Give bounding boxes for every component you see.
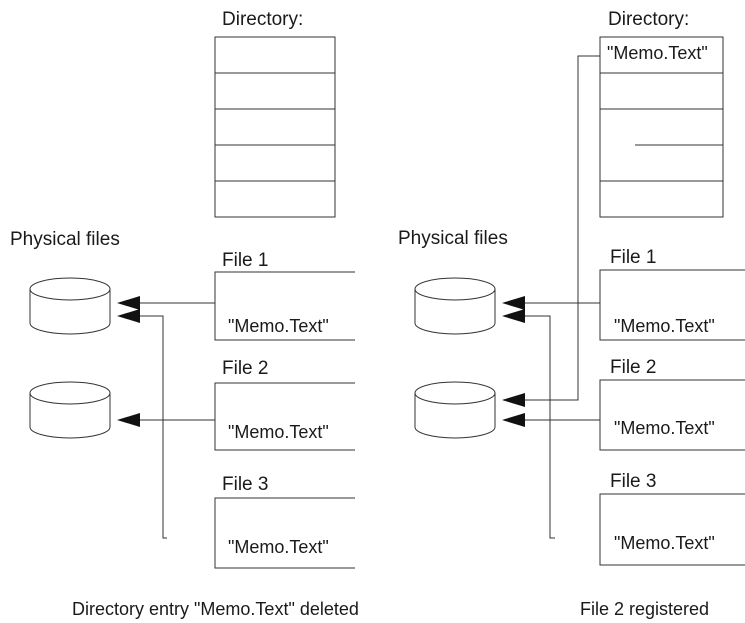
left-directory-label: Directory: (222, 9, 304, 30)
left-physical-files-label: Physical files (10, 229, 120, 250)
right-file-2-entry: "Memo.Text" (614, 418, 715, 438)
left-file-3-title: File 3 (222, 474, 269, 495)
right-file-3-entry: "Memo.Text" (614, 533, 715, 553)
left-file-2-title: File 2 (222, 358, 269, 379)
right-arrowhead-3 (502, 309, 525, 323)
left-disk-2 (29, 381, 111, 439)
left-file-3-entry: "Memo.Text" (228, 537, 329, 557)
right-file-1-title: File 1 (610, 247, 657, 268)
right-arrowhead-1 (502, 296, 525, 310)
right-disk-2 (414, 381, 496, 439)
right-directory-link (525, 55, 600, 401)
right-directory-table (599, 36, 724, 218)
left-file-1-title: File 1 (222, 250, 269, 271)
right-directory-entry: "Memo.Text" (607, 43, 708, 63)
left-file-1-box (214, 271, 355, 341)
left-file-1-entry: "Memo.Text" (228, 316, 329, 336)
right-file-3-box (599, 493, 745, 566)
right-arrowhead-2 (502, 413, 525, 427)
left-directory-table (214, 36, 336, 218)
left-file-3-box (214, 497, 355, 569)
right-physical-files-label: Physical files (398, 228, 508, 249)
right-file-1-entry: "Memo.Text" (614, 316, 715, 336)
left-file-2-entry: "Memo.Text" (228, 422, 329, 442)
left-arrowhead-2 (117, 413, 140, 427)
right-arrowhead-dir (502, 393, 525, 407)
right-file-1-box (599, 269, 745, 341)
left-arrowhead-3 (117, 309, 140, 323)
left-file-2-box (214, 382, 355, 451)
left-caption: Directory entry "Memo.Text" deleted (72, 599, 359, 619)
left-file3-link (140, 315, 167, 539)
right-disk-1 (414, 277, 496, 335)
right-caption: File 2 registered (580, 599, 710, 619)
right-file-2-title: File 2 (610, 357, 657, 378)
right-file-3-title: File 3 (610, 471, 657, 492)
left-disk-1 (29, 277, 111, 335)
right-file-2-box (599, 379, 745, 451)
left-arrowhead-1 (117, 296, 140, 310)
right-directory-label: Directory: (608, 9, 690, 30)
right-file3-link (525, 315, 555, 539)
